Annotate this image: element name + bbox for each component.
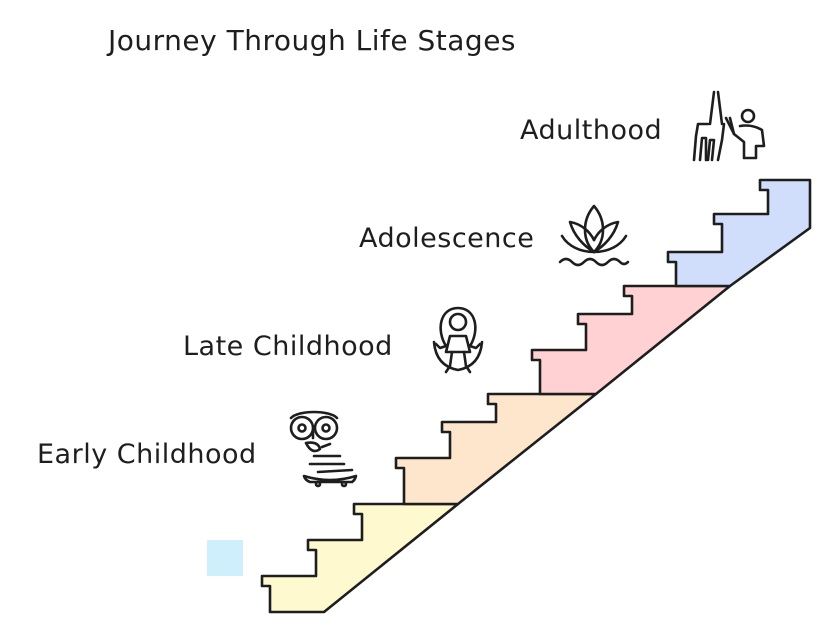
- diagram-title: Journey Through Life Stages: [106, 24, 516, 57]
- stair-segment-late-childhood: [394, 392, 598, 506]
- adult-waving-icon: [692, 90, 766, 162]
- lotus-icon: [558, 204, 630, 267]
- stair-segment-adolescence: [530, 284, 732, 396]
- jump-rope-child-icon: [432, 306, 484, 374]
- skateboard-child-icon: [289, 410, 358, 488]
- start-marker: [207, 540, 243, 576]
- stage-label-late-childhood: Late Childhood: [183, 331, 393, 362]
- stage-label-adolescence: Adolescence: [359, 223, 534, 254]
- stage-label-early-childhood: Early Childhood: [37, 439, 257, 470]
- stair-segment-early-childhood: [260, 502, 460, 614]
- staircase: [260, 178, 812, 614]
- stage-label-adulthood: Adulthood: [520, 115, 662, 146]
- stair-segment-adulthood: [666, 178, 812, 288]
